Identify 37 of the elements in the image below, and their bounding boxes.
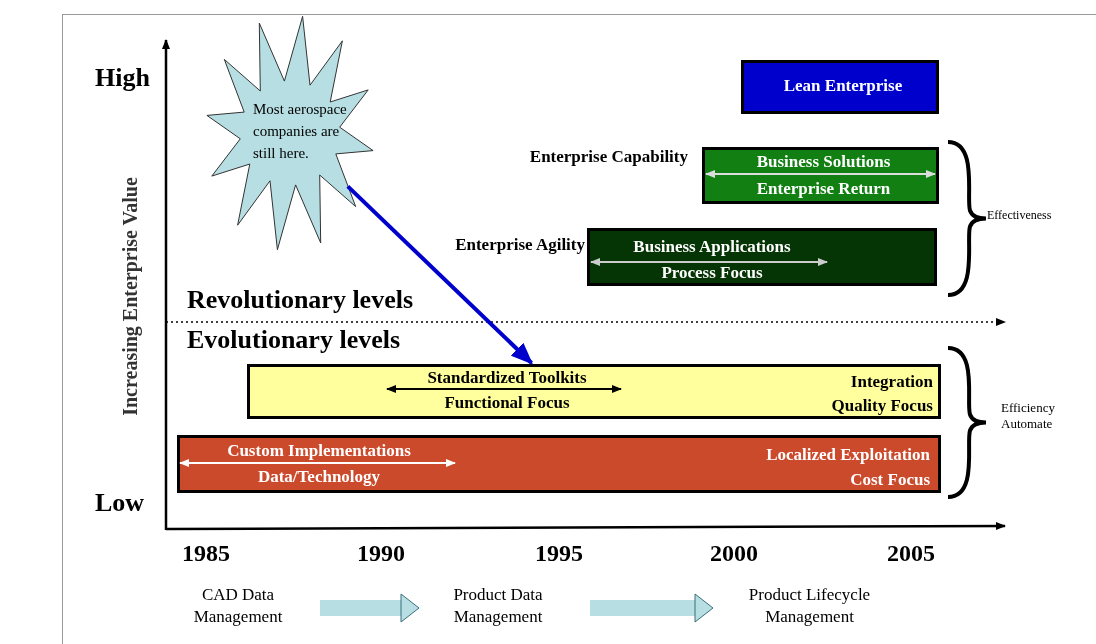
bar-box bbox=[702, 147, 939, 204]
callout-text: Most aerospace companies are still here. bbox=[253, 100, 348, 163]
year-tick-label: 1985 bbox=[182, 540, 230, 567]
box-text: Business Applications bbox=[632, 236, 792, 258]
box-text: Product Data Management bbox=[452, 584, 544, 628]
box-text: Data/Technology bbox=[256, 466, 382, 488]
box-text: Integration Quality Focus bbox=[830, 371, 933, 417]
box-text: Localized Exploitation Cost Focus bbox=[765, 444, 930, 491]
box-text: Functional Focus bbox=[443, 392, 571, 414]
bar-box bbox=[741, 60, 939, 114]
axis-label: Efficiency Automate bbox=[1001, 400, 1056, 432]
bar-box bbox=[247, 364, 941, 419]
level-label: Enterprise Agility bbox=[454, 235, 585, 255]
box-text: Lean Enterprise bbox=[782, 75, 904, 97]
box-text: Custom Implementations bbox=[226, 440, 412, 462]
year-tick-label: 1995 bbox=[535, 540, 583, 567]
axis-title: Increasing Enterprise Value bbox=[118, 176, 142, 418]
axis-label: High bbox=[95, 63, 150, 93]
axis-label: Revolutionary levels bbox=[187, 285, 414, 315]
year-tick-label: 2005 bbox=[887, 540, 935, 567]
axis-label: Effectiveness bbox=[987, 208, 1052, 223]
level-label: Enterprise Capability bbox=[528, 147, 688, 167]
bar-box bbox=[177, 435, 941, 493]
box-text: Process Focus bbox=[660, 262, 764, 284]
box-text: Standardized Toolkits bbox=[426, 367, 588, 389]
arrow bbox=[346, 184, 533, 365]
box-text: CAD Data Management bbox=[192, 584, 284, 628]
year-tick-label: 1990 bbox=[357, 540, 405, 567]
axis-label: Low bbox=[95, 488, 145, 518]
box-text: Enterprise Return bbox=[755, 178, 892, 200]
block-arrow bbox=[320, 593, 420, 623]
year-tick-label: 2000 bbox=[710, 540, 758, 567]
block-arrow bbox=[590, 593, 714, 623]
bar-box bbox=[587, 228, 937, 286]
box-text: Business Solutions bbox=[755, 151, 892, 173]
axis-label: Evolutionary levels bbox=[187, 325, 401, 355]
box-text: Product Lifecycle Management bbox=[747, 584, 872, 628]
